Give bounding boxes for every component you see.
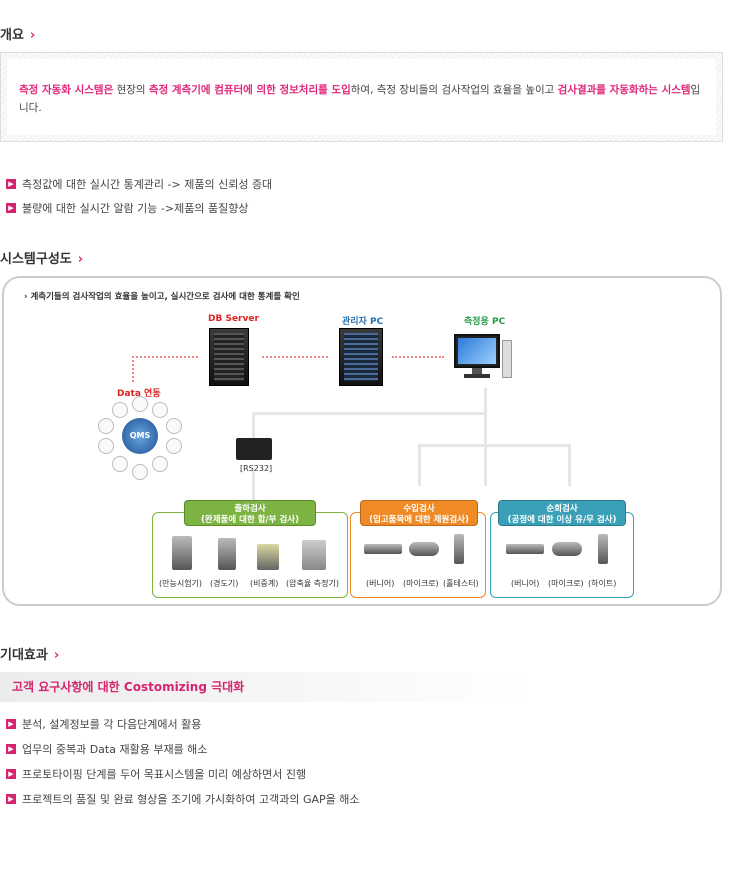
hall-tester-icon [454,534,464,564]
item-label: (홀테스터) [443,579,479,588]
bullet-icon: ▶ [6,719,16,729]
effect-title: 기대효과› [0,648,60,663]
effect-bullet-2: ▶프로토타이핑 단계를 두어 목표시스템을 미리 예상하면서 진행 [6,766,306,782]
admin-pc-icon [339,328,383,386]
overview-text-part: 측정 계측기에 컴퓨터에 의한 정보처리를 도입 [148,84,351,96]
db-server-label: DB Server [208,314,259,324]
system-diagram: › 계측기들의 검사작업의 효율을 높이고, 실시간으로 검사에 대한 통계를 … [2,276,722,606]
data-link-label: Data 연동 [117,389,161,399]
item-label: (경도기) [210,579,239,588]
item-label: (비중계) [250,579,279,588]
item-label: (버니어) [366,579,395,588]
effect-banner: 고객 요구사항에 대한 Costomizing 극대화 [0,672,530,702]
category-shipping-header: 출하검사(완제품에 대한 합/부 검사) [184,500,316,526]
universal-tester-icon [172,536,192,570]
db-server-icon [209,328,249,386]
bullet-icon: ▶ [6,203,16,213]
vernier-icon [506,544,544,554]
qms-icon: QMS [122,418,158,454]
measure-pc-label: 측정용 PC [464,317,506,327]
effect-bullet-3: ▶프로젝트의 품질 및 완료 형상을 조기에 가시화하여 고객과의 GAP을 해… [6,791,360,807]
link-db-admin [262,356,328,358]
overview-text-part: 하여, 측정 장비들의 검사작업의 효율을 높이고 [350,84,558,96]
effect-bullet-1: ▶업무의 중복과 Data 재활용 부재를 해소 [6,741,207,757]
item-label: (하이트) [588,579,617,588]
bullet-icon: ▶ [6,744,16,754]
item-label: (버니어) [511,579,540,588]
bullet-icon: ▶ [6,179,16,189]
hardness-tester-icon [218,538,236,570]
link-data-vertical [132,356,134,382]
item-label: (만능시험기) [159,579,203,588]
density-meter-icon [257,544,279,570]
micrometer-icon [409,542,439,556]
rs232-label: [RS232] [240,464,273,473]
overview-text-part: 검사결과를 자동화하는 시스템 [557,84,691,96]
bullet-icon: ▶ [6,769,16,779]
height-gauge-icon [598,534,608,564]
admin-pc-label: 관리자 PC [342,317,384,327]
category-patrol-header: 순회검사(공정에 대한 이상 유/무 검사) [498,500,626,526]
link-admin-measure [392,356,444,358]
overview-text-part: 입니다. [19,84,701,114]
link-data-db [132,356,198,358]
micrometer-icon [552,542,582,556]
overview-text-part: 측정 자동화 시스템은 [19,84,114,96]
category-incoming-header: 수입검사(입고품목에 대한 제원검사) [360,500,478,526]
item-label: (압축율 측정기) [286,579,339,588]
overview-text: 측정 자동화 시스템은 현장의 측정 계측기에 컴퓨터에 의한 정보처리를 도입… [7,59,716,135]
overview-box: 측정 자동화 시스템은 현장의 측정 계측기에 컴퓨터에 의한 정보처리를 도입… [0,52,723,142]
overview-bullet-1: ▶불량에 대한 실시간 알람 기능 ->제품의 품질향상 [6,200,248,216]
overview-bullet-0: ▶측정값에 대한 실시간 통계관리 -> 제품의 신뢰성 증대 [6,176,272,192]
overview-title: 개요› [0,28,36,43]
bullet-icon: ▶ [6,794,16,804]
item-label: (마이크로) [403,579,439,588]
compression-tester-icon [302,540,326,570]
measure-pc-icon [454,334,512,380]
overview-text-part: 현장의 [113,84,149,96]
rs232-device-icon [236,438,272,460]
diagram-header: › 계측기들의 검사작업의 효율을 높이고, 실시간으로 검사에 대한 통계를 … [24,292,300,302]
effect-bullet-0: ▶분석, 설계정보를 각 다음단계에서 활용 [6,716,201,732]
system-title: 시스템구성도› [0,252,84,267]
vernier-icon [364,544,402,554]
item-label: (마이크로) [548,579,584,588]
